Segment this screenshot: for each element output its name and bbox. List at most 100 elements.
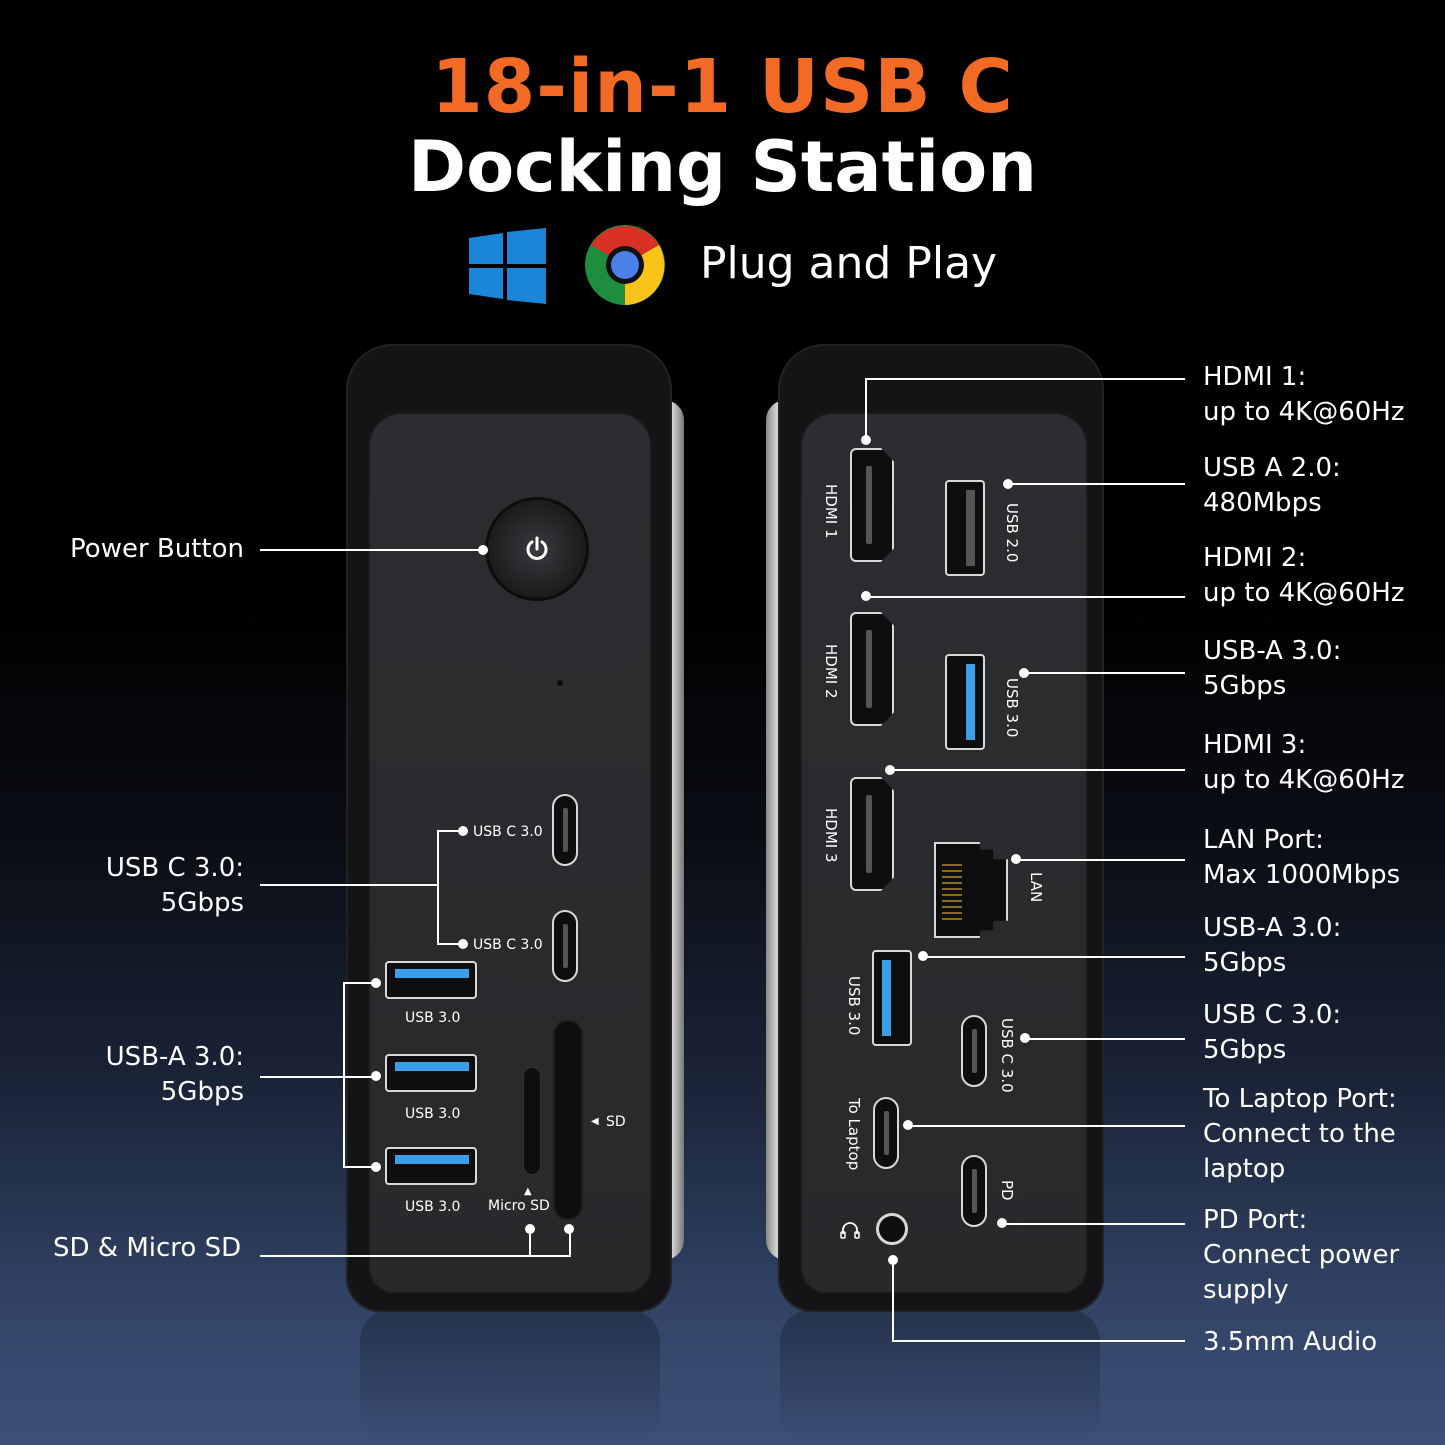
micro-sd-dot — [525, 1224, 535, 1234]
hdmi3-spec-label: HDMI 3:up to 4K@60Hz — [1203, 730, 1405, 795]
power-icon — [526, 536, 548, 560]
usbc-right-leader — [1026, 1038, 1185, 1040]
usb30-top-leader — [1026, 672, 1185, 674]
hdmi2-leader — [868, 596, 1185, 598]
windows-logo-icon — [469, 228, 546, 304]
status-led — [557, 680, 563, 686]
hdmi2-dot — [861, 591, 871, 601]
plug-and-play-text: Plug and Play — [700, 238, 998, 289]
hdmi3-leader — [890, 769, 1185, 771]
usbc-port-right-label: USB C 3.0 — [998, 1018, 1016, 1093]
usba-port-left-1 — [385, 961, 477, 999]
chrome-logo-icon — [585, 225, 665, 305]
hdmi-port-3 — [850, 777, 894, 891]
usbc-port-right — [961, 1015, 987, 1087]
usbc-label-line2: 5Gbps — [160, 888, 244, 918]
usbc-label-line1: USB C 3.0: — [105, 853, 244, 883]
usbc-spec-label: USB C 3.0:5Gbps — [1203, 1000, 1342, 1065]
hdmi-port-1 — [850, 448, 894, 562]
sd-leader-v1 — [529, 1228, 531, 1256]
lan-dot — [1011, 854, 1021, 864]
usb20-dot — [1003, 479, 1013, 489]
usba-label-line2: 5Gbps — [160, 1077, 244, 1107]
usb20-port — [945, 480, 985, 576]
usba-port-left-2 — [385, 1054, 477, 1092]
sd-leader-v2 — [569, 1228, 571, 1256]
pd-dot — [997, 1218, 1007, 1228]
power-button[interactable] — [485, 497, 589, 601]
headphone-icon — [840, 1222, 860, 1239]
usba-leader-top — [343, 982, 377, 984]
usb30-bottom-leader — [924, 956, 1185, 958]
sd-slot — [553, 1020, 583, 1220]
usb30-bottom-dot — [918, 951, 928, 961]
usb30-port-bottom — [872, 950, 912, 1046]
power-leader-dot — [478, 545, 488, 555]
to-laptop-port — [873, 1097, 899, 1169]
hdmi3-dot — [885, 765, 895, 775]
usba-port-label-2: USB 3.0 — [405, 1106, 461, 1122]
usbc-right-dot — [1020, 1033, 1030, 1043]
usb20-spec-label: USB A 2.0:480Mbps — [1203, 453, 1341, 518]
hdmi1-dot — [861, 435, 871, 445]
hdmi-port-2-label: HDMI 2 — [822, 644, 840, 699]
usba-port-label-1: USB 3.0 — [405, 1010, 461, 1026]
pd-port-label: PD — [998, 1180, 1016, 1201]
hdmi-port-1-label: HDMI 1 — [822, 484, 840, 539]
usba-port-left-3 — [385, 1147, 477, 1185]
to-laptop-dot — [903, 1120, 913, 1130]
hdmi-port-2 — [850, 612, 894, 726]
usba-label-line1: USB-A 3.0: — [105, 1042, 244, 1072]
pd-leader — [1003, 1223, 1185, 1225]
usb30-port-top — [945, 654, 985, 750]
pd-port — [961, 1155, 987, 1227]
usbc-port-left-2 — [552, 910, 578, 982]
hdmi1-spec-label: HDMI 1:up to 4K@60Hz — [1203, 362, 1405, 427]
audio-spec-label: 3.5mm Audio — [1203, 1327, 1378, 1357]
usbc-port-label-2: USB C 3.0 — [473, 937, 543, 953]
lan-leader — [1017, 859, 1185, 861]
hdmi1-leader-v — [865, 378, 867, 440]
sd-arrow: ◀ — [591, 1116, 599, 1127]
usb30-port-bottom-label: USB 3.0 — [845, 976, 863, 1036]
usb20-leader — [1010, 483, 1185, 485]
usbc-leader-v — [437, 831, 439, 945]
micro-sd-slot — [522, 1066, 542, 1176]
audio-dot — [888, 1255, 898, 1265]
usba-dot-3 — [371, 1162, 381, 1172]
usbc-leader-bottom — [437, 943, 463, 945]
usbc-leader-top — [437, 830, 463, 832]
hdmi-port-3-label: HDMI 3 — [822, 808, 840, 863]
audio-leader-v — [892, 1260, 894, 1342]
micro-sd-label: Micro SD — [488, 1198, 550, 1214]
usb30-bottom-spec-label: USB-A 3.0:5Gbps — [1203, 913, 1342, 978]
usbc-port-label-1: USB C 3.0 — [473, 824, 543, 840]
usba-leader-v — [343, 982, 345, 1168]
sd-label-left: SD & Micro SD — [53, 1233, 242, 1263]
usb20-port-label: USB 2.0 — [1003, 503, 1021, 563]
right-device-reflection — [780, 1310, 1100, 1445]
lan-port-label: LAN — [1027, 872, 1045, 903]
title-line-1: 18-in-1 USB C — [431, 44, 1014, 130]
usbc-port-left-1 — [552, 794, 578, 866]
micro-sd-arrow: ▲ — [524, 1186, 532, 1197]
to-laptop-leader — [908, 1125, 1185, 1127]
usb30-top-dot — [1019, 668, 1029, 678]
hdmi1-leader-h — [865, 378, 1185, 380]
usba-port-label-3: USB 3.0 — [405, 1199, 461, 1215]
usbc-dot-1 — [458, 826, 468, 836]
usb30-top-spec-label: USB-A 3.0:5Gbps — [1203, 636, 1342, 701]
to-laptop-port-label: To Laptop — [845, 1098, 863, 1171]
usba-leader-h — [260, 1076, 380, 1078]
usbc-leader-h — [260, 884, 438, 886]
sd-dot — [564, 1224, 574, 1234]
usbc-dot-2 — [458, 939, 468, 949]
hdmi2-spec-label: HDMI 2:up to 4K@60Hz — [1203, 543, 1405, 608]
sd-leader-h — [260, 1255, 571, 1257]
power-button-label: Power Button — [70, 534, 244, 564]
audio-leader-h — [892, 1340, 1185, 1342]
sd-label: SD — [606, 1114, 626, 1130]
usba-dot-2 — [371, 1071, 381, 1081]
